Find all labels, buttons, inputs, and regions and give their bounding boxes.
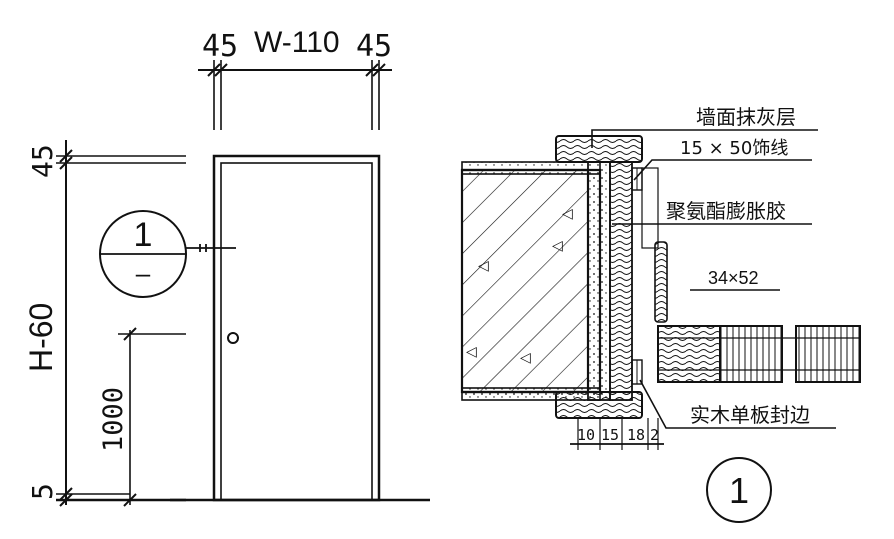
dim-1000: 1000 <box>98 387 129 452</box>
dim-bottom-5: 5 <box>26 483 59 500</box>
svg-text:◁: ◁ <box>478 257 489 273</box>
callout-sheet: – <box>136 258 151 288</box>
label-plaster: 墙面抹灰层 <box>696 105 796 129</box>
label-trim: 15 × 50饰线 <box>680 138 788 159</box>
trim-bottom <box>555 391 643 419</box>
door-elevation: 45 W-110 45 45 H-60 5 1000 <box>23 26 430 507</box>
dim-2: 2 <box>650 426 659 444</box>
detail-number-circle: 1 <box>706 457 772 523</box>
callout-number: 1 <box>134 216 153 254</box>
door-jamb <box>609 161 633 401</box>
plaster-layer <box>461 161 601 175</box>
label-edge-banding: 实木单板封边 <box>690 403 810 427</box>
handle-height-dimension: 1000 <box>98 327 186 507</box>
section-detail: ◁ ◁ ◁ ◁ ◁ <box>460 105 861 523</box>
dim-18: 18 <box>627 426 645 444</box>
width-dimension: 45 W-110 45 <box>198 26 392 130</box>
dim-10: 10 <box>577 426 595 444</box>
dim-height-label: H-60 <box>23 303 59 372</box>
detail-number: 1 <box>729 470 749 511</box>
height-dimension: 45 H-60 5 <box>23 140 186 507</box>
svg-text:◁: ◁ <box>466 343 477 359</box>
detail-callout: 1 – <box>99 210 236 298</box>
door <box>212 154 381 502</box>
leader-lines <box>591 129 836 429</box>
wall-section: ◁ ◁ ◁ ◁ ◁ <box>460 168 602 394</box>
label-foam: 聚氨酯膨胀胶 <box>666 199 786 223</box>
bottom-dimensions: 10 15 18 2 <box>570 418 664 450</box>
door-leaf-section <box>657 325 861 383</box>
trim-top <box>555 135 643 163</box>
dim-left-45: 45 <box>202 29 238 64</box>
dim-right-45: 45 <box>356 29 392 64</box>
svg-text:◁: ◁ <box>552 237 563 253</box>
dim-width-label: W-110 <box>254 26 340 59</box>
svg-text:◁: ◁ <box>562 205 573 221</box>
dim-top-45: 45 <box>26 144 59 178</box>
door-knob <box>227 332 239 344</box>
svg-text:◁: ◁ <box>520 349 531 365</box>
label-frame-size: 34×52 <box>708 268 759 288</box>
dim-15: 15 <box>601 426 619 444</box>
